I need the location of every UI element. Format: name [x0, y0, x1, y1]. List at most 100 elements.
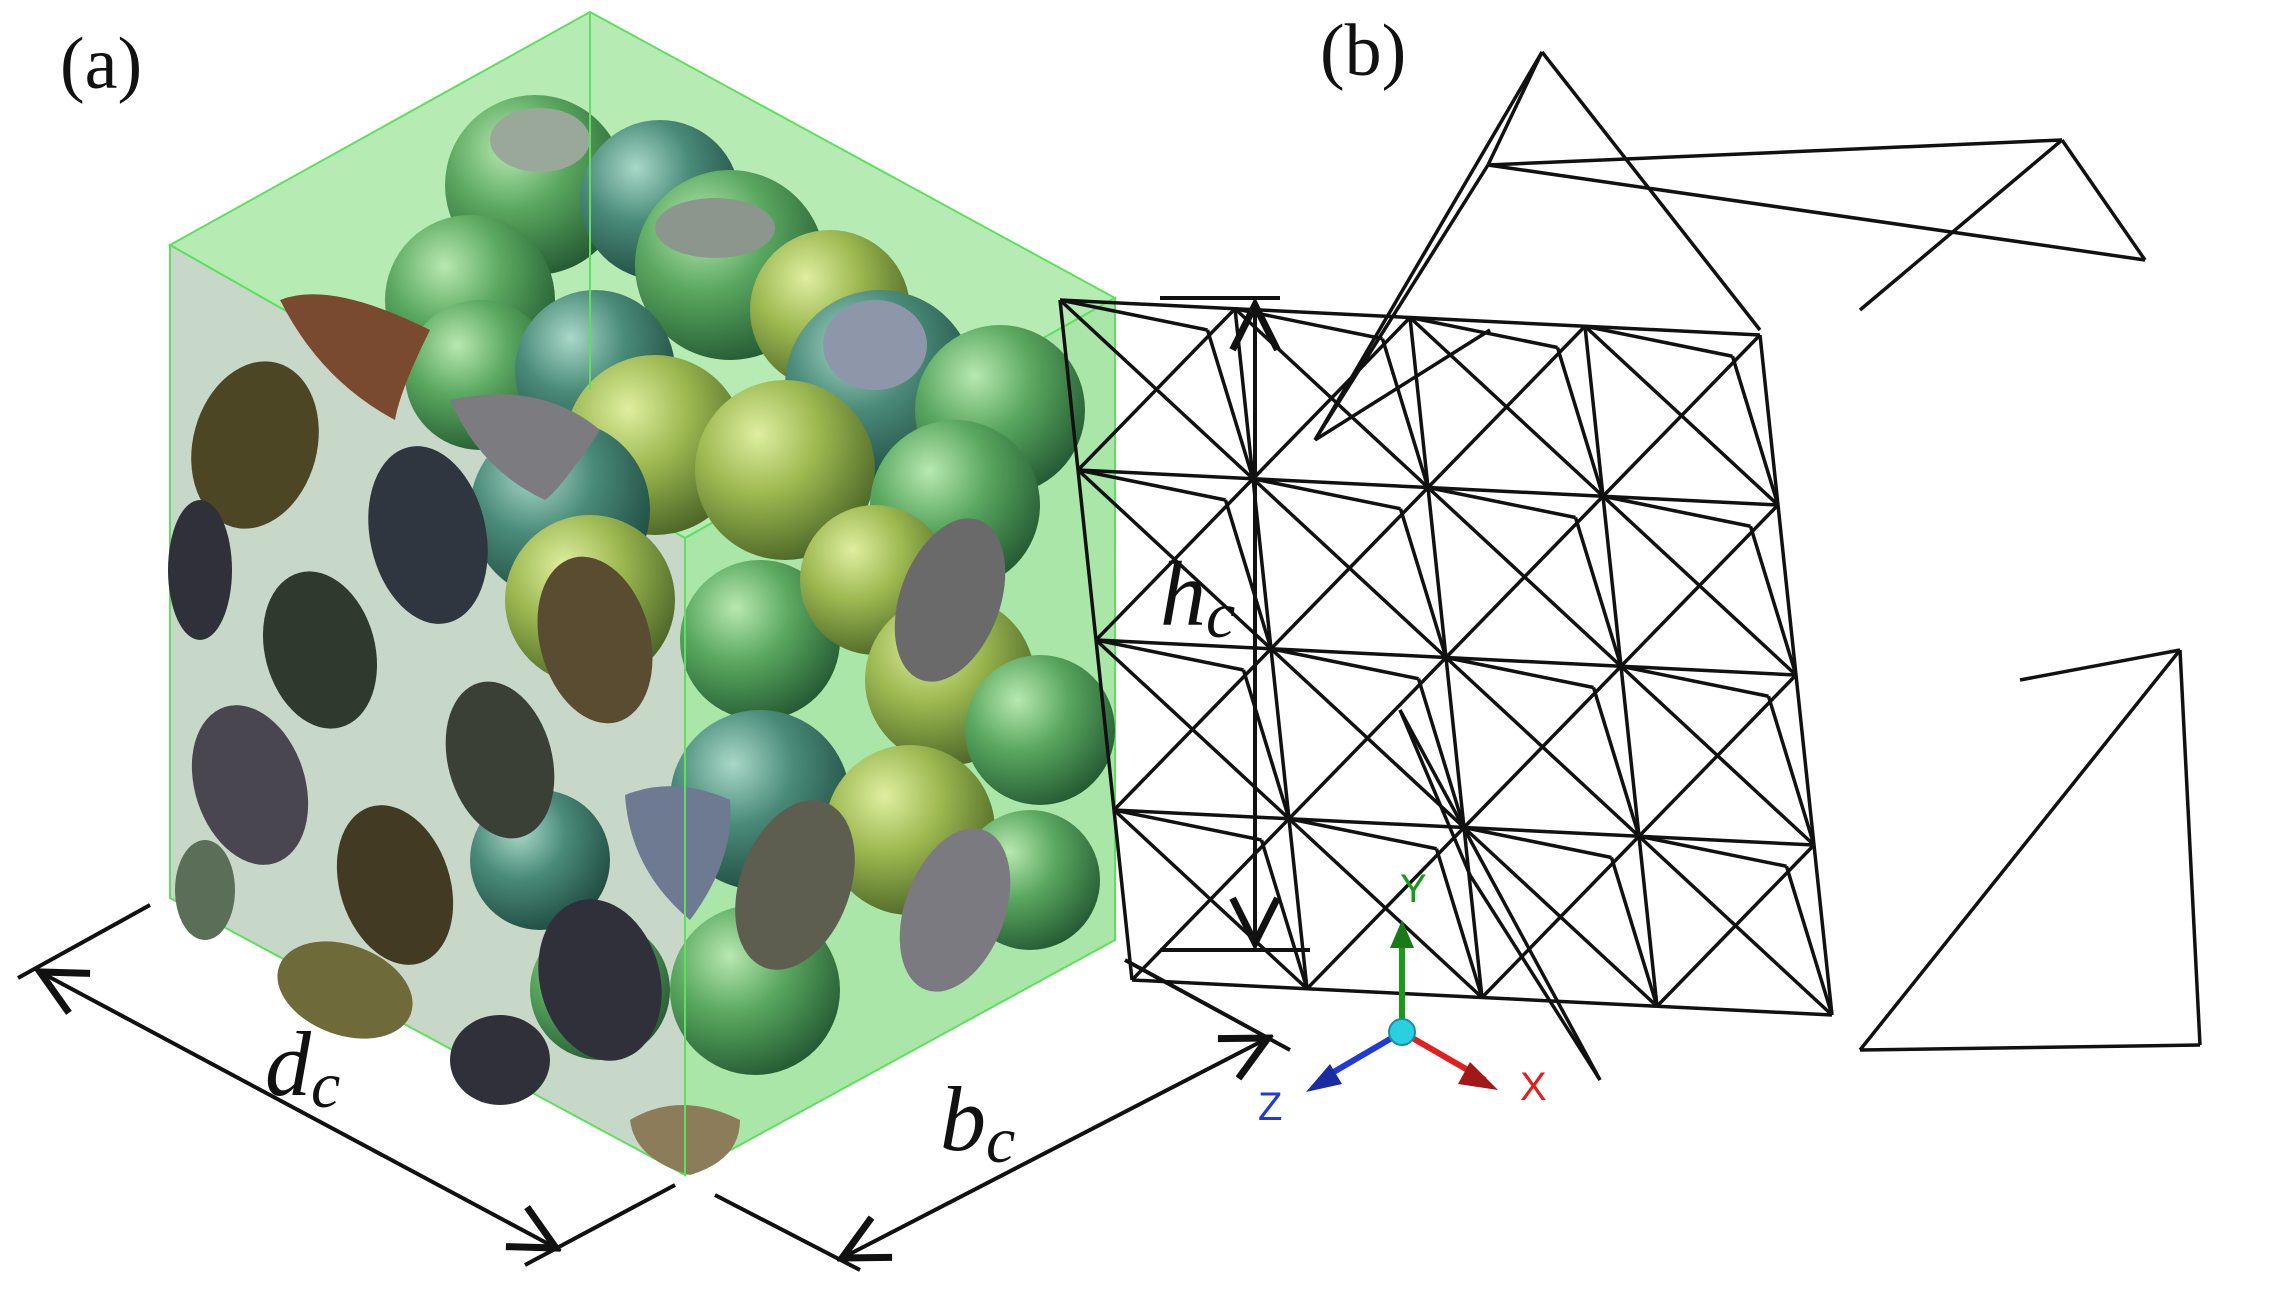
lattice-strut [1426, 487, 1448, 658]
lattice-strut [1059, 298, 1236, 311]
lattice-strut [1655, 843, 1816, 1008]
height-label: hc [1160, 543, 1235, 652]
lattice-strut [1205, 329, 1255, 480]
dimension-arrow [40, 972, 556, 1248]
lattice-strut [1619, 666, 1641, 837]
lattice-strut [1306, 987, 1483, 1000]
dimension-extension-line [1124, 958, 1291, 1052]
lattice-strut [1758, 334, 1780, 506]
cut-face [191, 361, 319, 529]
y-axis-arrowhead [1390, 920, 1414, 948]
cut-face [450, 1015, 550, 1105]
lattice-strut [1620, 664, 1797, 677]
cut-face [894, 518, 1006, 682]
lattice-strut [1234, 307, 1411, 320]
lattice-strut [1462, 827, 1484, 998]
cut-face [537, 556, 653, 724]
dimension-extension-line [714, 1193, 861, 1272]
lattice-strut [1095, 638, 1244, 672]
lattice-strut [1380, 338, 1430, 489]
lattice-strut [1463, 825, 1612, 860]
lattice-strut [1416, 678, 1466, 829]
cut-face [823, 300, 927, 390]
lattice-strut [1094, 639, 1116, 811]
lattice-strut [1288, 817, 1437, 851]
cut-face [625, 786, 731, 920]
cut-face [445, 681, 555, 839]
lattice-strut [1113, 808, 1290, 821]
lattice-strut [1095, 638, 1272, 651]
lattice-strut [1573, 516, 1623, 667]
lattice-strut [1637, 673, 1798, 838]
lattice-strut [1468, 874, 1602, 1081]
lattice-strut [1305, 826, 1466, 990]
lattice-strut [1314, 328, 1491, 442]
lattice-strut [1601, 333, 1762, 498]
lattice-strut [1398, 709, 1602, 1081]
lattice-strut [1259, 839, 1309, 990]
lattice-strut [1540, 50, 1762, 332]
cut-face [191, 705, 309, 865]
lattice-strut [1444, 495, 1605, 659]
contact-network-lattice [1058, 50, 2202, 1081]
lattice-strut [1059, 298, 1208, 332]
cut-face [735, 800, 855, 970]
dimension-depth: dc [17, 903, 676, 1267]
dimension-breadth: bc [714, 958, 1291, 1272]
panel-b: (b) Y X Z [1058, 10, 2202, 1129]
lattice-strut [1748, 525, 1798, 676]
lattice-strut [1408, 317, 1430, 488]
cut-particles-right-face [735, 518, 1011, 992]
lattice-strut [1794, 674, 1816, 846]
panel-a: (a) [17, 10, 1310, 1272]
lattice-strut [1620, 664, 1769, 698]
lattice-strut [1287, 656, 1448, 820]
lattice-strut [1409, 315, 1586, 328]
lattice-strut [1638, 834, 1787, 868]
x-axis-label: X [1520, 1065, 1547, 1109]
cut-face [490, 108, 590, 172]
sphere-particle [965, 655, 1115, 805]
lattice-strut [1656, 1004, 1833, 1017]
lattice-strut [1602, 494, 1751, 528]
cut-face [450, 394, 600, 500]
lattice-strut [1637, 836, 1659, 1007]
lattice-strut [1555, 346, 1605, 497]
z-axis-arrowhead [1306, 1064, 1342, 1092]
lattice-strut [1609, 856, 1659, 1007]
lattice-strut [1269, 486, 1430, 650]
cut-face [538, 899, 662, 1061]
lattice-strut [1601, 496, 1623, 667]
lattice-strut [1463, 825, 1640, 838]
lattice-strut [1233, 308, 1255, 479]
cut-face [280, 294, 430, 420]
lattice-strut [1619, 503, 1780, 668]
lattice-strut [1270, 647, 1447, 660]
lattice-strut [1112, 647, 1273, 812]
dimension-extension-line [524, 1183, 676, 1267]
lattice-strut [1077, 468, 1226, 502]
depth-label: dc [265, 1013, 340, 1122]
lattice-strut [1602, 494, 1779, 507]
x-axis-arrowhead [1458, 1062, 1498, 1090]
lattice-strut [1234, 307, 1383, 341]
lattice-strut [1313, 164, 1490, 441]
sphere-particle [695, 380, 875, 560]
lattice-strut [1591, 686, 1641, 837]
lattice-strut [1812, 844, 1834, 1016]
breadth-label: bc [940, 1068, 1015, 1177]
lattice-strut [1480, 835, 1641, 999]
lattice-strut [1481, 995, 1658, 1008]
lattice-strut [1252, 477, 1429, 490]
lattice-strut [1252, 477, 1401, 511]
lattice-strut [1223, 499, 1273, 650]
lattice-strut [1445, 655, 1622, 668]
lattice-strut [1113, 808, 1262, 842]
lattice-strut [1131, 978, 1308, 991]
lattice-strut [1251, 316, 1412, 480]
sphere-particle [680, 560, 840, 720]
lattice-strut [1858, 648, 2182, 1052]
lattice-strut [1730, 355, 1780, 506]
coordinate-triad: Y X Z [1258, 867, 1547, 1129]
cut-face [168, 500, 232, 640]
